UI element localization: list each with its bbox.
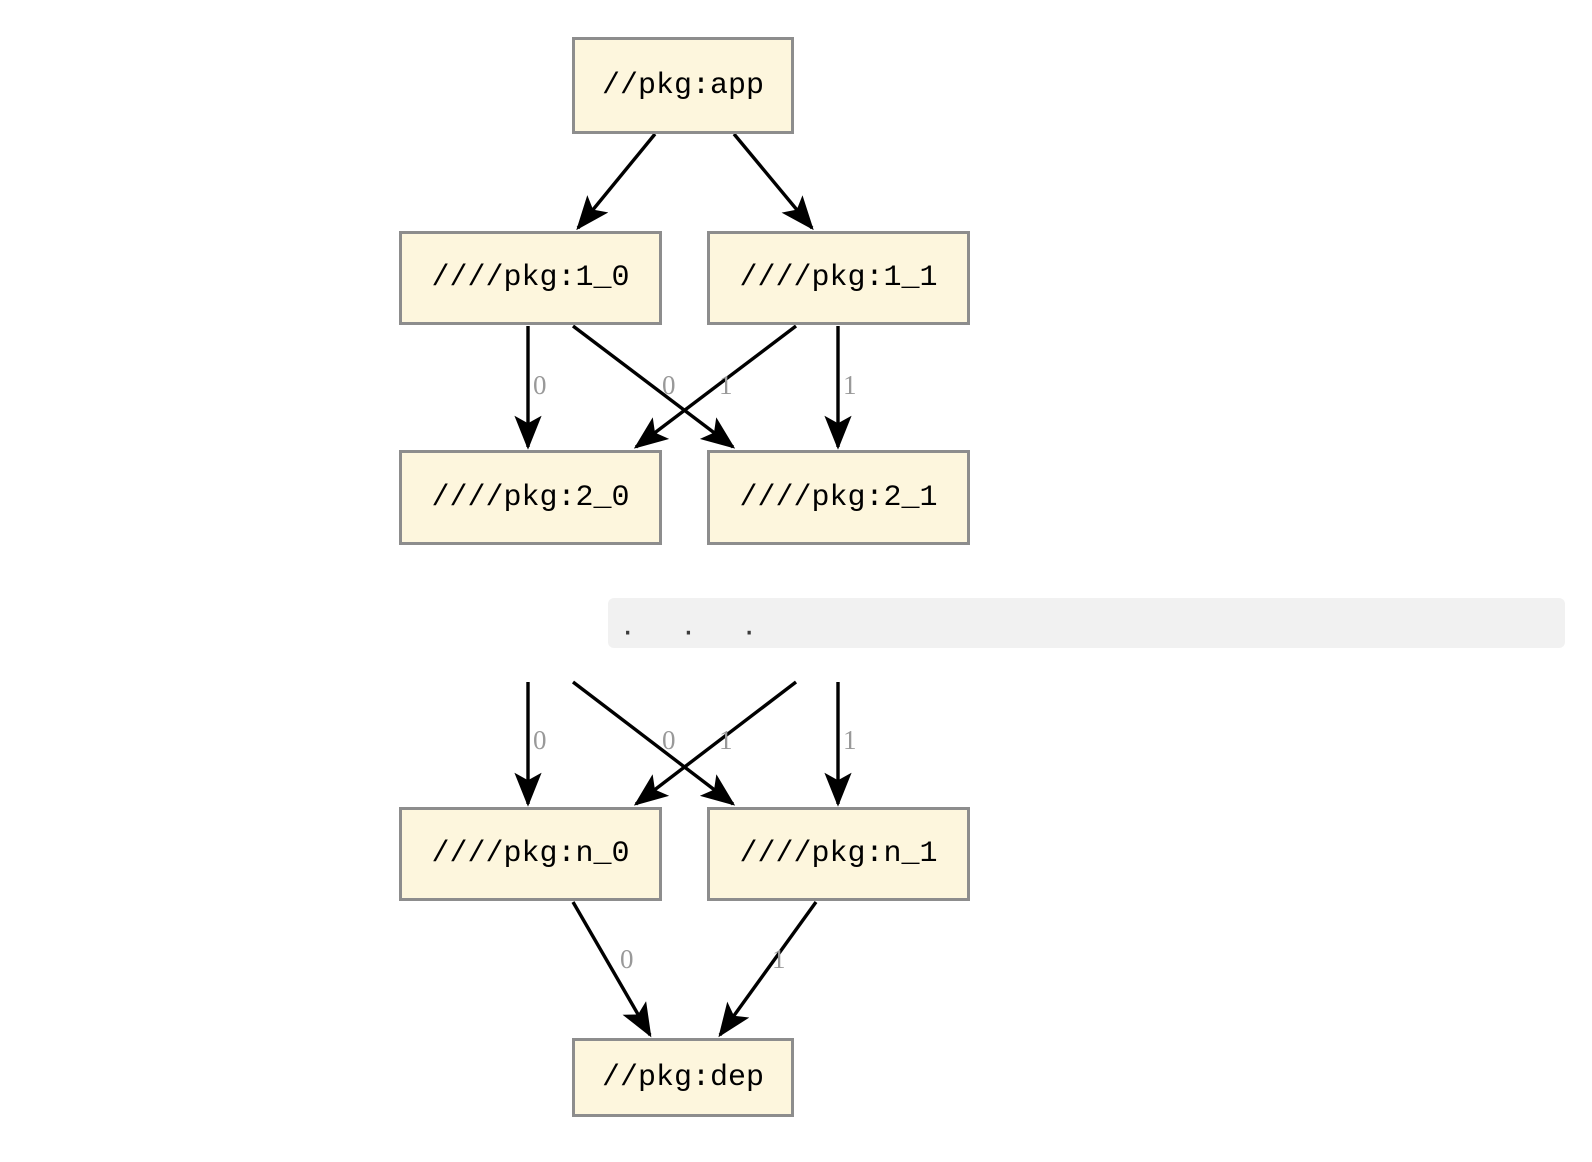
edge-arrow xyxy=(571,324,736,449)
node-label: ////pkg:2_0 xyxy=(431,480,630,515)
ellipsis-dots: · · · xyxy=(622,612,775,650)
node-n2_0[interactable]: ////pkg:2_0 xyxy=(399,450,662,545)
edge-label: 0 xyxy=(662,725,676,755)
edge-arrow xyxy=(576,132,657,231)
node-label: ////pkg:1_0 xyxy=(431,261,630,295)
edge-label: 0 xyxy=(662,370,676,400)
edge-arrow xyxy=(732,132,814,231)
node-dep[interactable]: //pkg:dep xyxy=(572,1038,794,1117)
node-n2_1[interactable]: ////pkg:2_1 xyxy=(707,450,970,545)
edge-arrow xyxy=(633,680,798,806)
node-n1_0[interactable]: ////pkg:1_0 xyxy=(399,231,662,325)
edge-label: 1 xyxy=(719,725,733,755)
node-label: ////pkg:n_0 xyxy=(431,837,630,871)
node-nn_0[interactable]: ////pkg:n_0 xyxy=(399,807,662,901)
edge-label: 1 xyxy=(843,370,857,400)
edge-label: 1 xyxy=(843,725,857,755)
ellipsis-separator-band: · · · xyxy=(608,598,1565,648)
node-label: //pkg:dep xyxy=(601,1060,765,1095)
edge-arrow xyxy=(571,901,652,1038)
edge-arrow xyxy=(718,901,818,1038)
edge-arrow xyxy=(571,680,736,806)
edge-label: 1 xyxy=(772,944,786,974)
node-label: ////pkg:2_1 xyxy=(739,480,938,515)
edge-label: 0 xyxy=(533,370,547,400)
edge-label: 0 xyxy=(620,944,634,974)
node-label: ////pkg:1_1 xyxy=(739,261,938,295)
node-n1_1[interactable]: ////pkg:1_1 xyxy=(707,231,970,325)
edge-label: 0 xyxy=(533,725,547,755)
node-app[interactable]: //pkg:app xyxy=(572,37,794,134)
edge-arrow xyxy=(633,324,798,449)
edge-group xyxy=(514,132,852,1038)
node-label: //pkg:app xyxy=(601,68,765,103)
node-label: ////pkg:n_1 xyxy=(739,837,938,871)
edge-label: 1 xyxy=(719,370,733,400)
node-nn_1[interactable]: ////pkg:n_1 xyxy=(707,807,970,901)
